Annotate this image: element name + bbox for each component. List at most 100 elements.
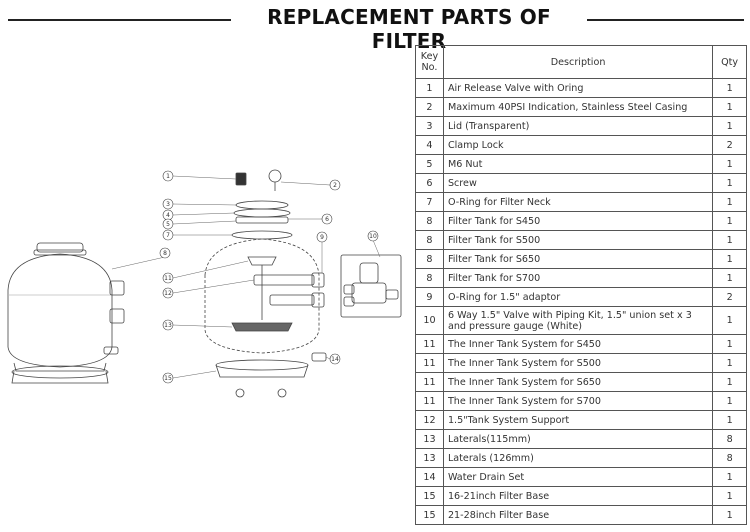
- row-description: 16-21inch Filter Base: [442, 486, 714, 506]
- row-key: 13: [415, 448, 444, 468]
- callout-13: [162, 319, 174, 331]
- callout-number-2: 2: [333, 182, 337, 189]
- callout-1: [162, 170, 174, 182]
- multiport-valve: [340, 254, 402, 318]
- callout-6: [321, 213, 333, 225]
- header-description: Description: [442, 45, 714, 79]
- row-key: 8: [415, 268, 444, 288]
- row-description: O-Ring for 1.5" adaptor: [442, 287, 714, 307]
- row-qty: 1: [712, 192, 747, 212]
- callout-14: [329, 353, 341, 365]
- row-description: Water Drain Set: [442, 467, 714, 487]
- row-qty: 1: [712, 116, 747, 136]
- header-key-no: Key No.: [415, 45, 444, 79]
- row-description: Clamp Lock: [442, 135, 714, 155]
- title-rule-left: [8, 19, 231, 21]
- callout-12: [162, 287, 174, 299]
- row-qty: 1: [712, 211, 747, 231]
- callout-leaders: [111, 175, 381, 379]
- callout-number-6: 6: [325, 216, 329, 223]
- row-key: 8: [415, 249, 444, 269]
- row-description: Filter Tank for S650: [442, 249, 714, 269]
- callout-number-13: 13: [164, 322, 172, 329]
- row-qty: 1: [712, 505, 747, 525]
- callout-8: [159, 247, 171, 259]
- callout-number-7: 7: [166, 232, 170, 239]
- row-description: 6 Way 1.5" Valve with Piping Kit, 1.5" u…: [442, 306, 714, 335]
- row-qty: 1: [712, 372, 747, 392]
- row-key: 11: [415, 391, 444, 411]
- callout-2: [329, 179, 341, 191]
- row-key: 4: [415, 135, 444, 155]
- row-key: 11: [415, 372, 444, 392]
- callout-number-1: 1: [166, 173, 170, 180]
- row-description: Filter Tank for S450: [442, 211, 714, 231]
- row-key: 8: [415, 211, 444, 231]
- callout-number-10: 10: [369, 233, 377, 240]
- row-qty: 1: [712, 334, 747, 354]
- callout-number-4: 4: [166, 212, 170, 219]
- row-key: 6: [415, 173, 444, 193]
- page-header: REPLACEMENT PARTS OF FILTER: [0, 0, 750, 53]
- top-parts: [231, 169, 293, 240]
- row-description: Screw: [442, 173, 714, 193]
- row-description: Maximum 40PSI Indication, Stainless Stee…: [442, 97, 714, 117]
- assembled-filter-tank: [7, 242, 125, 384]
- row-qty: 1: [712, 249, 747, 269]
- row-qty: 2: [712, 135, 747, 155]
- callout-circles: [159, 170, 379, 384]
- row-description: O-Ring for Filter Neck: [442, 192, 714, 212]
- row-description: The Inner Tank System for S450: [442, 334, 714, 354]
- row-description: M6 Nut: [442, 154, 714, 174]
- row-qty: 1: [712, 154, 747, 174]
- row-qty: 1: [712, 97, 747, 117]
- row-description: The Inner Tank System for S500: [442, 353, 714, 373]
- row-key: 14: [415, 467, 444, 487]
- row-key: 5: [415, 154, 444, 174]
- row-key: 10: [415, 306, 444, 335]
- parts-table-header: Key No. Description Qty: [415, 45, 747, 79]
- row-qty: 1: [712, 268, 747, 288]
- row-key: 15: [415, 505, 444, 525]
- callout-number-14: 14: [331, 356, 339, 363]
- row-key: 11: [415, 353, 444, 373]
- callout-number-11: 11: [164, 275, 172, 282]
- row-key: 13: [415, 429, 444, 449]
- callout-number-5: 5: [166, 221, 170, 228]
- row-description: Laterals (126mm): [442, 448, 714, 468]
- callout-number-9: 9: [320, 234, 324, 241]
- row-qty: 2: [712, 287, 747, 307]
- row-description: Lid (Transparent): [442, 116, 714, 136]
- callout-7: [162, 229, 174, 241]
- row-key: 15: [415, 486, 444, 506]
- callout-number-3: 3: [166, 201, 170, 208]
- row-key: 3: [415, 116, 444, 136]
- row-key: 1: [415, 78, 444, 98]
- row-description: Filter Tank for S500: [442, 230, 714, 250]
- row-qty: 1: [712, 353, 747, 373]
- row-key: 8: [415, 230, 444, 250]
- page-title: REPLACEMENT PARTS OF FILTER: [267, 5, 551, 53]
- cutaway-filter-tank: [204, 238, 327, 398]
- row-key: 2: [415, 97, 444, 117]
- callout-number-12: 12: [164, 290, 172, 297]
- row-key: 12: [415, 410, 444, 430]
- row-qty: 1: [712, 410, 747, 430]
